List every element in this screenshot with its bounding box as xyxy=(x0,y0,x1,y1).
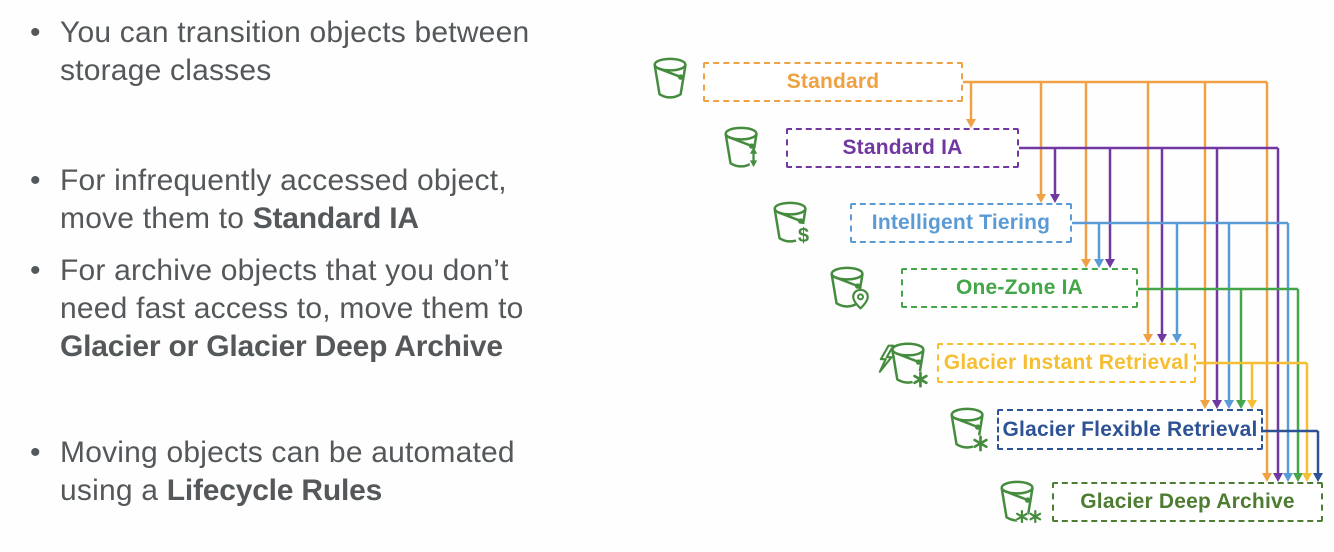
svg-text:$: $ xyxy=(798,225,809,246)
storage-class-box-standard-ia: Standard IA xyxy=(786,128,1019,168)
bullet-text: For infrequently accessed object, move t… xyxy=(60,164,507,235)
bucket-updown-arrow-icon xyxy=(720,123,766,171)
storage-class-label: Glacier Flexible Retrieval xyxy=(1002,417,1258,441)
storage-class-box-glacier-flexible-retrieval: Glacier Flexible Retrieval xyxy=(997,409,1263,450)
bullet-marker xyxy=(30,14,60,90)
bullet-marker xyxy=(30,162,60,238)
bullet-marker xyxy=(30,252,60,366)
storage-class-label: Intelligent Tiering xyxy=(871,211,1051,234)
storage-class-box-glacier-deep-archive: Glacier Deep Archive xyxy=(1052,482,1323,522)
storage-class-label: Standard IA xyxy=(842,136,963,159)
storage-class-box-glacier-instant-retrieval: Glacier Instant Retrieval xyxy=(937,343,1196,383)
bullet-text: For archive objects that you don’t need … xyxy=(60,254,524,363)
bucket-icon xyxy=(649,54,695,102)
storage-class-box-intelligent-tiering: Intelligent Tiering xyxy=(850,203,1072,243)
bucket-snowflake-icon xyxy=(946,404,992,454)
storage-class-box-standard: Standard xyxy=(703,62,963,102)
bullet-lifecycle-rules: Moving objects can be automated using a … xyxy=(30,434,640,510)
bucket-dollar-icon: $ $ xyxy=(769,198,815,250)
bucket-lightning-snowflake-icon xyxy=(877,339,933,390)
bullet-infrequent-access: For infrequently accessed object, move t… xyxy=(30,162,640,238)
bullet-text: Moving objects can be automated using a … xyxy=(60,436,515,507)
storage-class-label: Glacier Deep Archive xyxy=(1080,490,1295,513)
bullet-text: You can transition objects between stora… xyxy=(60,16,530,87)
bucket-location-pin-icon xyxy=(826,263,872,313)
storage-class-box-one-zone-ia: One-Zone IA xyxy=(901,268,1138,308)
bullet-archive: For archive objects that you don’t need … xyxy=(30,252,640,366)
svg-text:$: $ xyxy=(798,225,809,246)
bullet-transition: You can transition objects between stora… xyxy=(30,14,640,90)
storage-class-label: Glacier Instant Retrieval xyxy=(943,351,1190,374)
storage-class-label: One-Zone IA xyxy=(955,276,1084,299)
bullet-marker xyxy=(30,434,60,510)
bucket-double-snowflake-icon xyxy=(996,477,1044,527)
storage-class-label: Standard xyxy=(786,70,880,93)
